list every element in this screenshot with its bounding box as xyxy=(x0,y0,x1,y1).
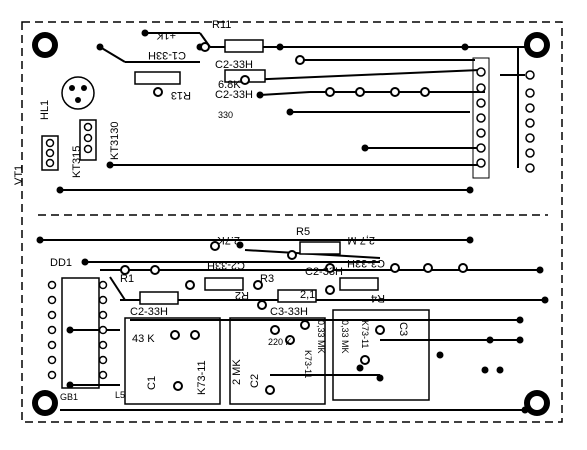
board-outline xyxy=(21,21,563,423)
chip-dd1-pads xyxy=(47,280,108,380)
label-r11: R11 xyxy=(212,19,231,31)
label-pin1: +1K xyxy=(155,29,176,41)
solder-pads-top xyxy=(153,42,430,97)
transistor-vt2-pads xyxy=(83,122,93,154)
label-k73-b: K73-11 xyxy=(303,350,313,378)
label-c2-33h-b: C2-33H xyxy=(215,89,253,101)
label-0-33mk: 0,33 MK xyxy=(316,320,326,354)
resistor-r2 xyxy=(204,277,244,291)
transistor-vt2 xyxy=(79,119,97,161)
label-0-33mk-b: 0,33 MK xyxy=(340,320,350,354)
chip-dd1 xyxy=(61,277,100,389)
label-l5: L5 xyxy=(115,390,125,400)
resistor-r11 xyxy=(224,39,264,53)
label-330: 330 xyxy=(218,110,233,120)
label-k73-11: K73-11 xyxy=(196,360,208,395)
label-c2-33h-a: C2-33H xyxy=(215,59,253,71)
label-r3: R3 xyxy=(260,273,274,285)
label-gb1: GB1 xyxy=(60,392,78,402)
resistor-r13 xyxy=(134,71,181,85)
label-dd1: DD1 xyxy=(50,257,72,269)
transistor-vt1-pads xyxy=(45,138,55,168)
label-kt3130: KT3130 xyxy=(109,121,121,160)
label-r5: R5 xyxy=(296,226,310,238)
label-kt315: KT315 xyxy=(71,146,83,178)
resistor-r3 xyxy=(277,289,317,303)
transistor-vt1 xyxy=(41,135,59,171)
resistor-r4 xyxy=(339,277,379,291)
label-2-7k: 2.7K xyxy=(217,234,240,246)
resistor-r5 xyxy=(299,241,341,255)
label-k73-c: K73-11 xyxy=(360,320,370,348)
mounting-hole-top-right xyxy=(524,32,550,58)
label-c2: C2 xyxy=(249,374,261,388)
capacitor-c3-box xyxy=(332,309,430,401)
label-c3-33h-b: C3-33H xyxy=(270,306,308,318)
label-c3: C3 xyxy=(397,322,409,336)
label-2-7m: 2,7 M xyxy=(347,234,375,246)
label-220k: 220 K xyxy=(268,337,292,347)
label-r1: R1 xyxy=(120,273,134,285)
mounting-hole-bottom-right xyxy=(524,390,550,416)
label-r4: R4 xyxy=(371,292,385,304)
led-hl1 xyxy=(61,76,95,110)
label-6-8k: 6.8K xyxy=(218,79,241,91)
capacitor-c2-box xyxy=(229,317,326,405)
label-2-1: 2,1 xyxy=(300,289,315,301)
label-c1: C1 xyxy=(146,376,158,390)
label-c1-33h-bottom: C2-33H xyxy=(130,306,168,318)
traces-bottom xyxy=(40,239,545,411)
label-r2: R2 xyxy=(235,289,249,301)
capacitor-c1-box xyxy=(124,317,221,405)
resistor-r1 xyxy=(139,291,179,305)
connector-top-right xyxy=(472,57,490,179)
label-c2-33h-d: C2-33H xyxy=(207,259,245,271)
solder-dots-top xyxy=(56,29,474,194)
mounting-hole-bottom-left xyxy=(32,390,58,416)
label-2mk: 2 MK xyxy=(231,359,243,385)
label-vt1: VT1 xyxy=(13,165,25,185)
label-c3-33h: C3-33H xyxy=(347,257,385,269)
mounting-hole-top-left xyxy=(32,32,58,58)
label-r13: R13 xyxy=(171,89,191,101)
label-c1-33: C1-33H xyxy=(148,49,186,61)
label-43k: 43 K xyxy=(132,333,155,345)
solder-dots-bottom xyxy=(36,236,549,414)
connector-pads-top-right xyxy=(476,67,535,173)
label-c2-33h-e: C2-33H xyxy=(305,266,343,278)
label-hl1: HL1 xyxy=(39,100,51,120)
solder-pads-bottom xyxy=(120,241,468,395)
